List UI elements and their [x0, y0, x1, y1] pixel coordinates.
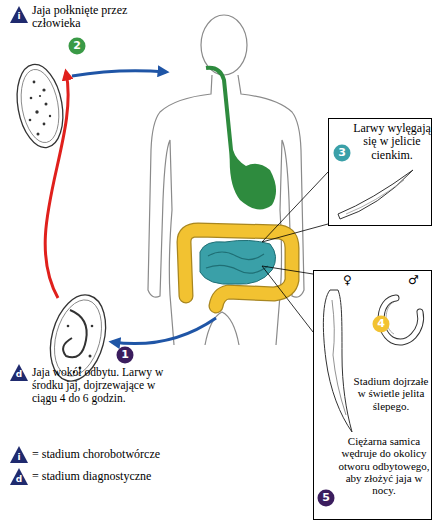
- egg-ingested: [43, 123, 46, 126]
- callout-circle: [117, 347, 134, 364]
- egg-ingested: [30, 97, 33, 100]
- sex-symbol: ♂: [408, 274, 419, 287]
- stage-caption: Jaja połknięte przez człowieka: [32, 4, 144, 31]
- larva-drawing: [346, 180, 404, 214]
- transmission-arrow: [45, 71, 216, 344]
- stage-letter: i: [10, 11, 28, 22]
- legend-text: = stadium chorobotwórcze: [32, 447, 160, 461]
- legend-symbol: [10, 446, 28, 485]
- stage-box: Stadium dojrzałe w świetle jelita ślepeg…: [313, 270, 432, 520]
- egg-ingested: [35, 110, 38, 113]
- sex-symbol: ♀: [343, 274, 352, 287]
- callout-number: 5: [317, 491, 335, 505]
- stage-description: Ciężarna samica wędruje do okolicy otwor…: [336, 435, 432, 497]
- egg-perianal: [67, 325, 70, 328]
- egg-ingested: [33, 81, 36, 84]
- callout-number: 3: [333, 146, 351, 160]
- callout-number: 4: [372, 317, 390, 331]
- legend-entry: = stadium diagnostyczne: [32, 470, 151, 483]
- callout-circle: [334, 145, 351, 162]
- transmission-arrow: [72, 71, 166, 76]
- egg-ingested: [45, 103, 48, 106]
- egg-ingested: [11, 61, 69, 151]
- callout-number: 1: [116, 348, 134, 362]
- egg-ingested: [39, 95, 41, 97]
- callout-circle: [373, 316, 390, 333]
- adult-worm-drawing: [323, 290, 352, 432]
- egg-ingested: [11, 61, 69, 151]
- transmission-arrow: [112, 318, 216, 344]
- callout-number: 1: [116, 346, 134, 364]
- digestive-tract: [230, 150, 276, 209]
- egg-ingested: [42, 88, 45, 91]
- stage-letter: d: [10, 369, 28, 380]
- transmission-arrow: [45, 72, 68, 298]
- stage-triangle: [10, 6, 28, 23]
- digestive-tract: [200, 240, 276, 284]
- stage-box: Larwy wylęgają się w jelicie cienkim.3: [328, 118, 432, 226]
- adult-worm-drawing: [332, 300, 346, 415]
- larva-drawing: [338, 170, 413, 219]
- egg-ingested: [37, 133, 40, 136]
- stage-triangle: [10, 364, 28, 381]
- larva-drawing: [338, 170, 413, 219]
- legend-entry: = stadium chorobotwórcze: [32, 448, 160, 461]
- callout-number: 4: [372, 315, 390, 333]
- callout-number: 3: [333, 144, 351, 162]
- legend-symbol: [10, 468, 28, 485]
- legend-letter: i: [10, 452, 28, 463]
- callout-number: 5: [317, 489, 335, 507]
- egg-perianal: [89, 355, 92, 358]
- egg-perianal: [63, 310, 87, 357]
- egg-ingested: [49, 115, 51, 117]
- legend-text: = stadium diagnostyczne: [32, 469, 151, 483]
- callout-number: 2: [68, 39, 86, 53]
- egg-ingested: [29, 119, 32, 122]
- infective-stage-icon: i: [10, 6, 28, 23]
- egg-perianal: [91, 325, 94, 328]
- leader-line: [262, 172, 328, 332]
- stage-description: Larwy wylęgają się w jelicie cienkim.: [353, 122, 431, 162]
- digestive-tract: [206, 68, 232, 160]
- legend-symbol: [10, 446, 28, 463]
- diagnostic-stage-icon: d: [10, 364, 28, 381]
- callout-number: 2: [68, 37, 86, 55]
- human-silhouette: [148, 15, 304, 345]
- digestive-tract: [184, 68, 292, 306]
- stage-caption: Jaja wokół odbytu. Larwy w środku jaj, d…: [32, 366, 174, 405]
- leader-line: [262, 266, 313, 332]
- legend-letter: d: [10, 474, 28, 485]
- stage-description: Stadium dojrzałe w świetle jelita ślepeg…: [351, 375, 431, 412]
- callout-circle: [318, 490, 335, 507]
- egg-ingested: [16, 66, 64, 145]
- digestive-tract: [206, 252, 268, 273]
- callout-circle: [69, 38, 86, 55]
- leader-line: [262, 172, 328, 242]
